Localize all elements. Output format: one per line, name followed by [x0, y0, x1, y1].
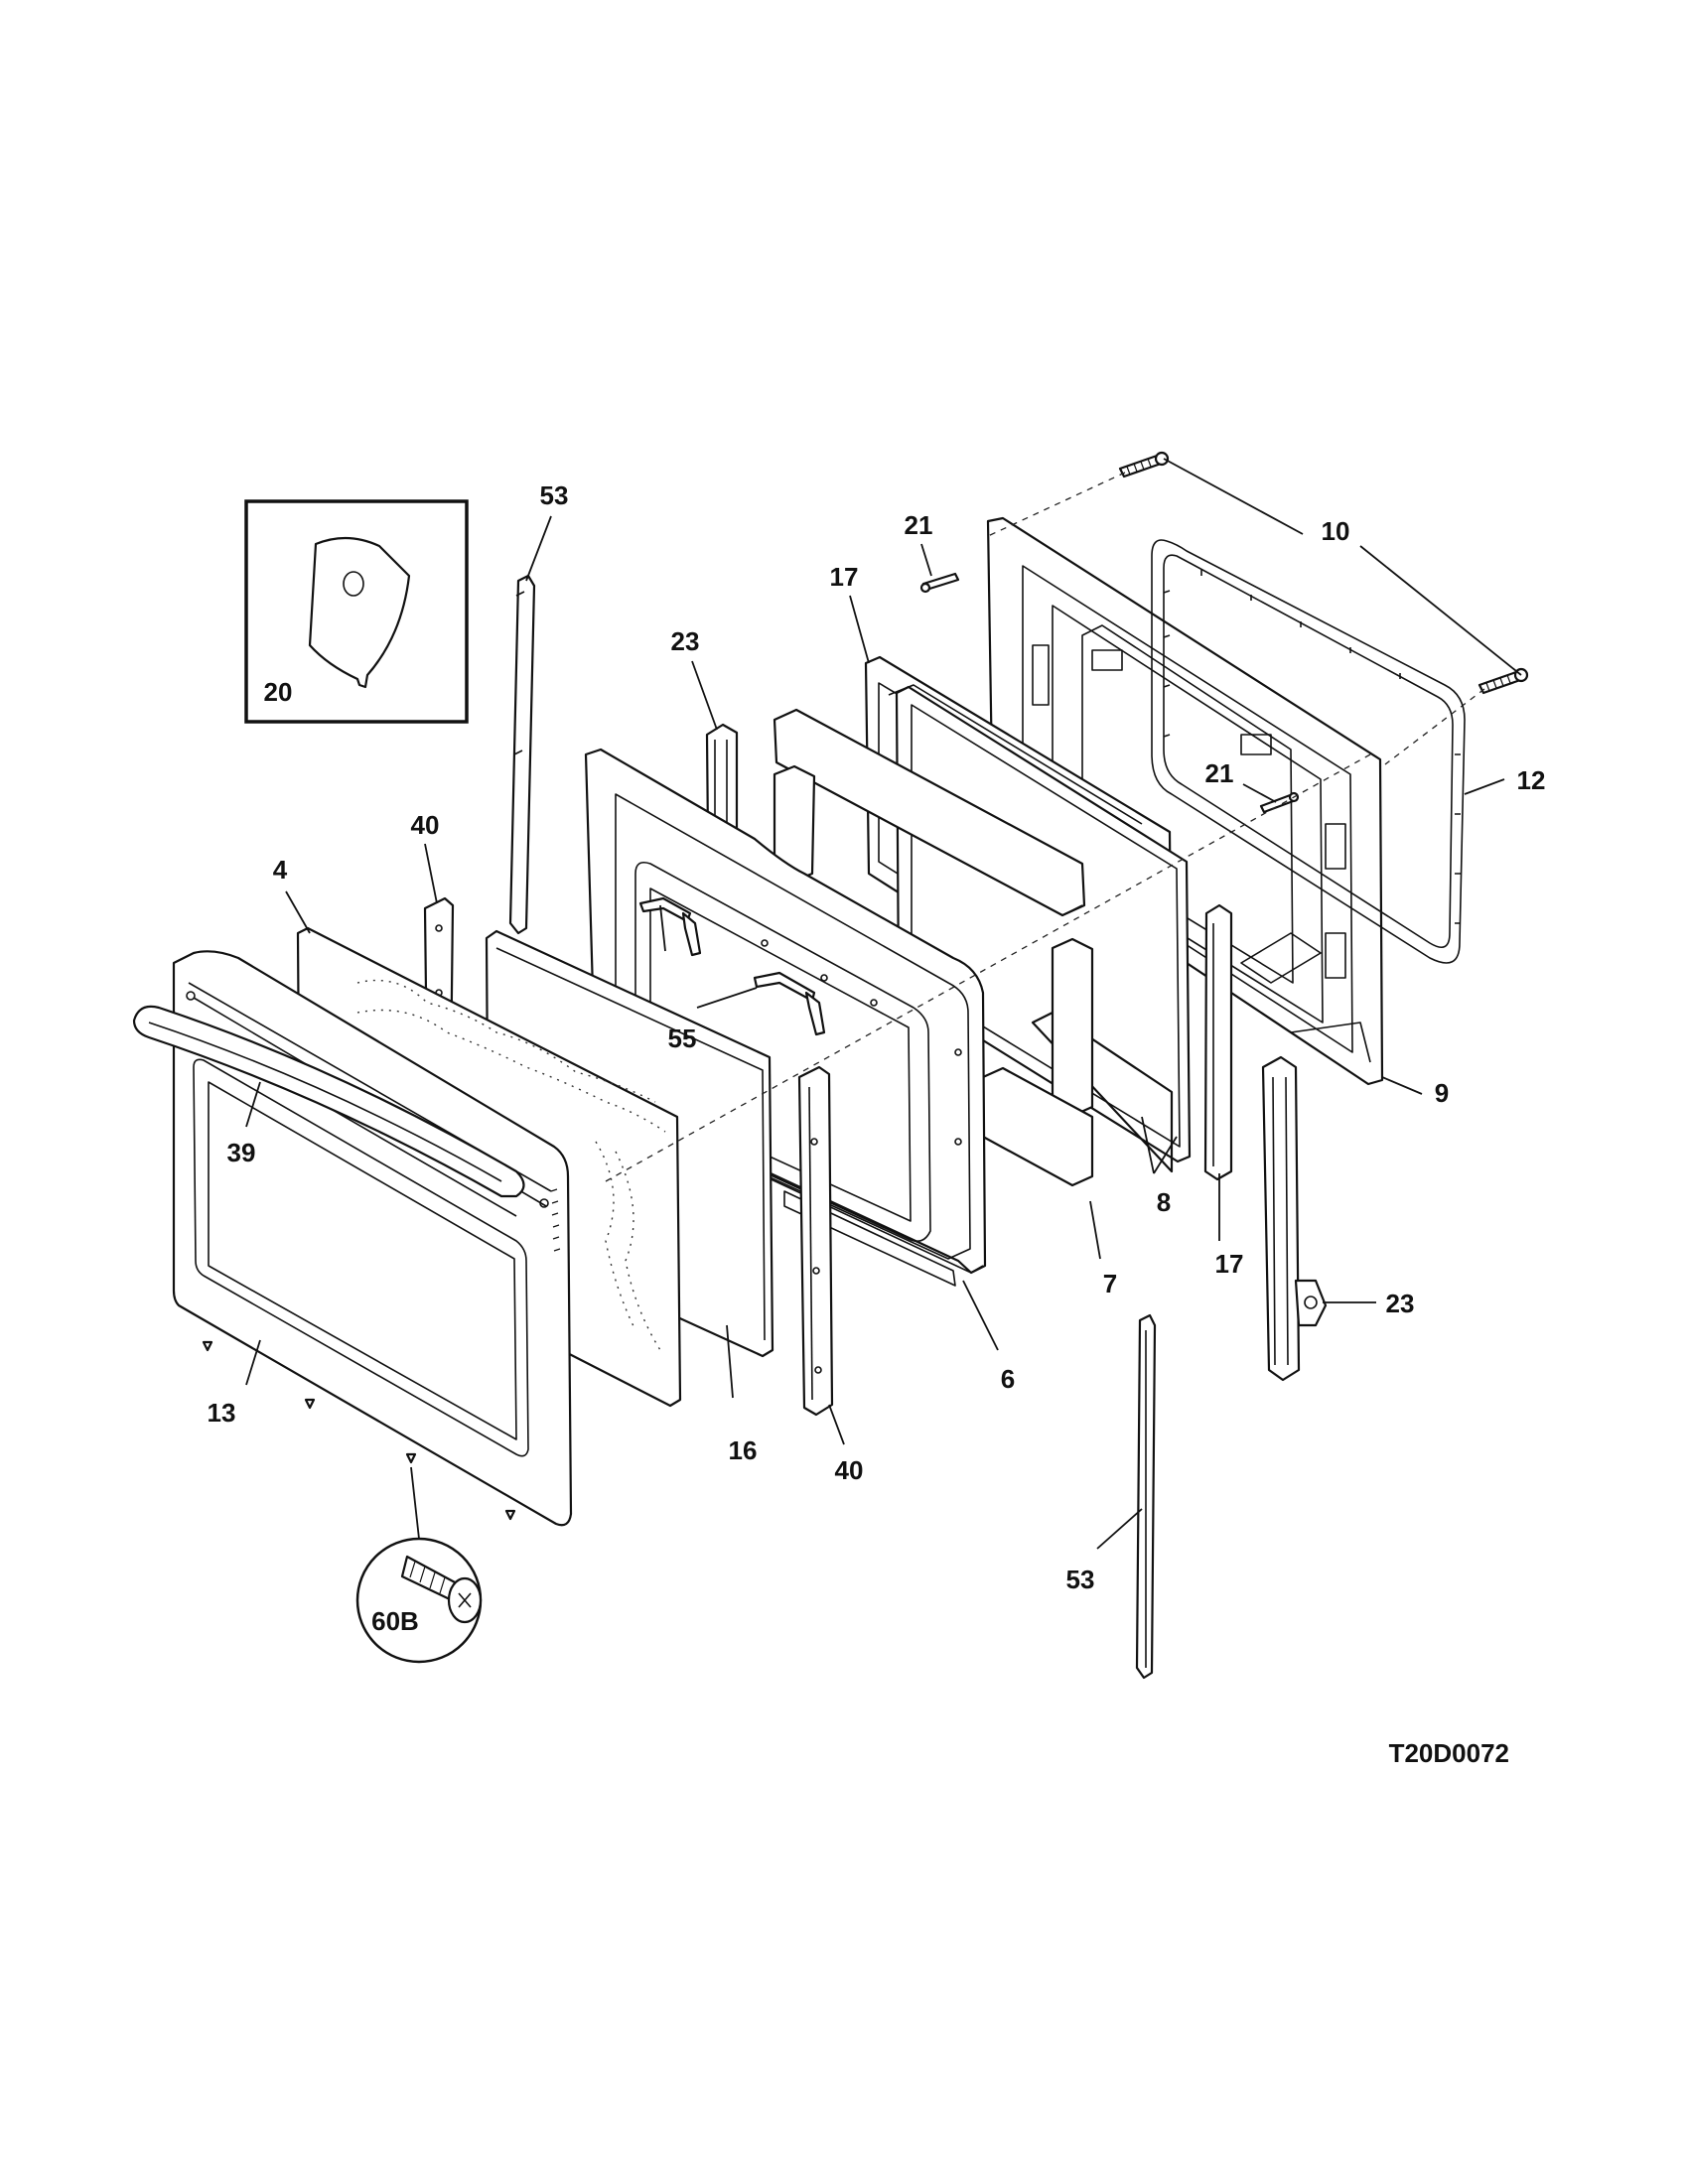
part-23-bottom-hinge	[1261, 1055, 1328, 1382]
callout-40-top: 40	[411, 810, 440, 840]
part-21-top-clip	[919, 572, 960, 594]
callout-20: 20	[264, 677, 293, 707]
part-53-bottom-strip	[1135, 1313, 1157, 1680]
callout-labels: 53 20 21 10 17 23 21 12 40 4 55 9 39 8 7…	[208, 480, 1546, 1636]
callout-9: 9	[1435, 1078, 1449, 1108]
part-60b-screw-detail	[355, 1537, 483, 1664]
part-7-insulation	[773, 708, 1094, 1187]
leader-lines	[245, 458, 1522, 1550]
callout-17-bottom: 17	[1215, 1249, 1244, 1279]
callout-12: 12	[1517, 765, 1546, 795]
callout-4: 4	[273, 855, 288, 885]
part-21-middle-clip	[1259, 791, 1300, 814]
callout-17-top: 17	[830, 562, 859, 592]
callout-23-top: 23	[671, 626, 700, 656]
callout-53-bottom: 53	[1066, 1565, 1095, 1594]
callout-23-bottom: 23	[1386, 1289, 1415, 1318]
callout-10: 10	[1322, 516, 1350, 546]
drawing-id: T20D0072	[1389, 1738, 1509, 1768]
callout-55: 55	[668, 1024, 697, 1053]
callout-40-bottom: 40	[835, 1455, 864, 1485]
door-bottom-screws	[202, 1340, 516, 1521]
callout-60b: 60B	[371, 1606, 419, 1636]
part-6-door-frame	[584, 748, 987, 1287]
inset-box-part-20	[244, 499, 469, 724]
part-12-gasket	[1151, 539, 1466, 964]
part-17-right-strip	[1203, 903, 1233, 1181]
callout-21-top: 21	[905, 510, 933, 540]
callout-21-middle: 21	[1205, 758, 1234, 788]
part-53-top-strip	[508, 574, 536, 935]
callout-13: 13	[208, 1398, 236, 1428]
callout-53-top: 53	[540, 480, 569, 510]
callout-8: 8	[1157, 1187, 1171, 1217]
part-40-bottom-bracket	[797, 1065, 834, 1417]
callout-39: 39	[227, 1138, 256, 1167]
alignment-lines	[605, 472, 1485, 1182]
callout-7: 7	[1103, 1269, 1117, 1298]
part-39-handle	[132, 1005, 525, 1198]
callout-6: 6	[1001, 1364, 1015, 1394]
callout-16: 16	[729, 1435, 758, 1465]
part-55-clips	[638, 896, 826, 1036]
